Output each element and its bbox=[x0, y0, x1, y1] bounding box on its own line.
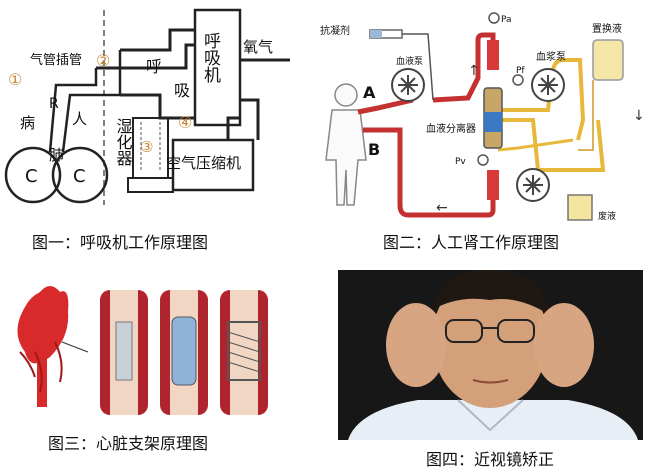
pv-label: Pv bbox=[455, 157, 466, 167]
left-lung bbox=[4, 146, 62, 204]
marker-4: ④ bbox=[178, 113, 192, 132]
r-label: R bbox=[49, 96, 59, 112]
pa-label: Pa bbox=[501, 15, 512, 25]
caption-fig2: 图二：人工肾工作原理图 bbox=[383, 233, 560, 252]
anticoagulant-label: 抗凝剂 bbox=[320, 24, 350, 37]
blood-pump-label: 血液泵 bbox=[396, 55, 423, 67]
ventilator-box bbox=[193, 8, 242, 127]
ventilator-diagram: ① ② ③ ④ 气管插管 R 病 人 肺 C C 呼 吸 氧气 空气压缩机 呼吸… bbox=[4, 8, 290, 205]
pf-label: Pf bbox=[516, 66, 525, 76]
pv-gauge-icon bbox=[477, 154, 489, 166]
separator-label: 血液分离器 bbox=[426, 122, 476, 135]
heart-illustration bbox=[17, 286, 89, 407]
heart-stent-diagram bbox=[17, 286, 268, 415]
replacement-bag bbox=[592, 39, 624, 81]
patient-figure bbox=[325, 83, 367, 206]
replacement-label: 置换液 bbox=[592, 22, 622, 35]
waste-label: 废液 bbox=[598, 210, 616, 222]
glasses-left-lens bbox=[445, 319, 483, 343]
artificial-kidney-diagram: ↑ ← ↓ 抗凝剂 Pa 血液泵 血浆泵 置换液 Pf Pv A B 血液分离器… bbox=[320, 12, 645, 222]
caption-fig4: 图四：近视镜矫正 bbox=[426, 450, 555, 469]
flow-arrow-up: ↑ bbox=[468, 63, 480, 79]
call-label: 呼 bbox=[146, 57, 162, 76]
lung-right-c: C bbox=[73, 166, 86, 187]
compressor-box bbox=[171, 138, 255, 192]
caption-fig1: 图一：呼吸机工作原理图 bbox=[32, 233, 209, 252]
marker-2: ② bbox=[96, 51, 110, 70]
tube-label: 气管插管 bbox=[30, 52, 82, 68]
flow-arrow-down: ↓ bbox=[633, 108, 645, 124]
label-b: B bbox=[368, 140, 380, 159]
waste-beaker bbox=[567, 194, 593, 221]
artery-segment-1 bbox=[100, 290, 148, 415]
label-a: A bbox=[363, 83, 376, 102]
patient-label-1: 病 bbox=[20, 114, 35, 132]
artery-segment-2 bbox=[160, 290, 208, 415]
ventilator-label: 呼吸机 bbox=[200, 32, 221, 83]
artery-segment-3 bbox=[220, 290, 268, 415]
lung-label: 肺 bbox=[49, 146, 64, 164]
marker-1: ① bbox=[8, 70, 22, 89]
marker-3: ③ bbox=[140, 138, 153, 156]
right-lung bbox=[51, 146, 109, 204]
inhale-label: 吸 bbox=[174, 81, 190, 100]
myopia-glasses-photo bbox=[338, 270, 643, 440]
caption-fig3: 图三：心脏支架原理图 bbox=[48, 434, 209, 453]
flow-arrow-left: ← bbox=[436, 200, 448, 216]
plasma-pump-label: 血浆泵 bbox=[536, 50, 566, 63]
compressor-label: 空气压缩机 bbox=[166, 154, 241, 172]
pa-gauge-icon bbox=[488, 12, 500, 24]
patient-label-2: 人 bbox=[72, 110, 87, 128]
glasses-right-lens bbox=[497, 319, 535, 343]
pf-gauge-icon bbox=[512, 74, 524, 86]
oxygen-label: 氧气 bbox=[243, 38, 273, 56]
humidifier-label: 湿化器 bbox=[114, 118, 133, 166]
lung-left-c: C bbox=[25, 166, 38, 187]
